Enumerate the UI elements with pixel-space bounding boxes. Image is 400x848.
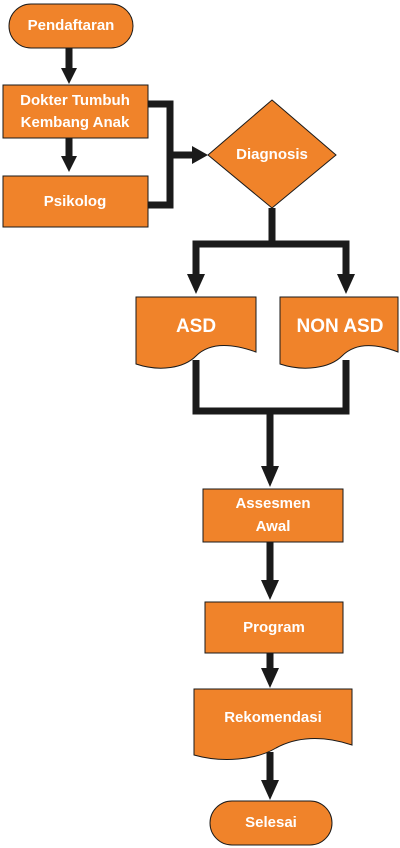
end-node: Selesai <box>209 800 333 846</box>
arrowhead-asd <box>187 274 205 294</box>
arrowhead-program <box>261 580 279 600</box>
arrowhead-assessment <box>261 466 279 487</box>
arrowhead-diagnosis <box>192 146 208 164</box>
start-node: Pendaftaran <box>8 3 134 49</box>
psychologist-node: Psikolog <box>2 175 149 228</box>
doctor-node: Dokter Tumbuh Kembang Anak <box>2 84 149 139</box>
assessment-label-line1: Assesmen <box>235 495 310 512</box>
join-connector <box>192 360 350 415</box>
doctor-label-line2: Kembang Anak <box>21 114 130 131</box>
recommendation-document-shape <box>193 688 353 760</box>
arrowhead-recommendation <box>261 668 279 688</box>
recommendation-label: Rekomendasi <box>224 709 322 726</box>
end-label: Selesai <box>245 814 297 831</box>
arrowhead-psychologist <box>61 156 77 172</box>
program-node: Program <box>204 601 344 654</box>
program-process-box <box>204 601 344 654</box>
psychologist-label: Psikolog <box>44 193 107 210</box>
arrowhead-end <box>261 780 279 800</box>
doctor-process-box <box>2 84 149 139</box>
arrowhead-non-asd <box>337 274 355 294</box>
end-terminator <box>209 800 333 846</box>
split-connector <box>192 240 350 278</box>
non-asd-label: NON ASD <box>297 316 384 337</box>
asd-document-shape <box>135 296 257 369</box>
merge-connector <box>148 100 174 209</box>
connectors <box>61 48 355 800</box>
non-asd-document-shape <box>279 296 399 369</box>
asd-node: ASD <box>135 296 257 369</box>
doctor-label-line1: Dokter Tumbuh <box>20 92 130 109</box>
diagnosis-label: Diagnosis <box>236 146 308 163</box>
recommendation-node: Rekomendasi <box>193 688 353 760</box>
diagnosis-node: Diagnosis <box>207 99 337 209</box>
asd-label: ASD <box>176 316 216 337</box>
diagnosis-decision-diamond <box>207 99 337 209</box>
assessment-process-box <box>202 488 344 543</box>
start-label: Pendaftaran <box>28 17 115 34</box>
program-label: Program <box>243 619 305 636</box>
non-asd-node: NON ASD <box>279 296 399 369</box>
assessment-node: Assesmen Awal <box>202 488 344 543</box>
psychologist-process-box <box>2 175 149 228</box>
arrowhead-doctor <box>61 68 77 84</box>
assessment-label-line2: Awal <box>256 518 291 535</box>
start-terminator <box>8 3 134 49</box>
